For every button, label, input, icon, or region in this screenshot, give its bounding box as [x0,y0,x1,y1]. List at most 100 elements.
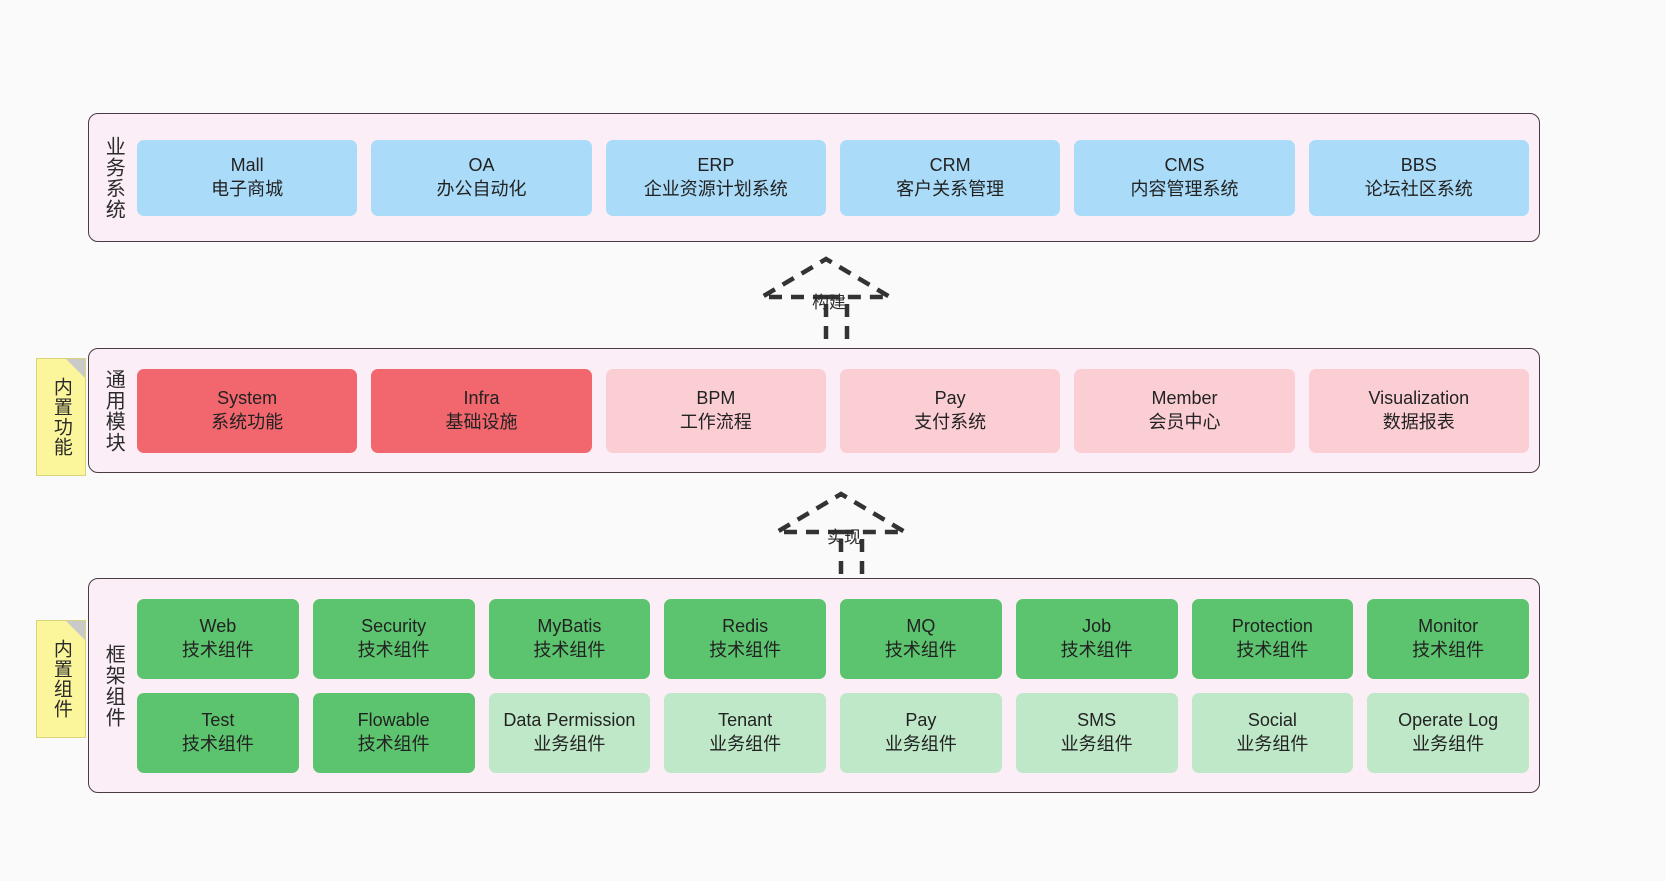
node-cms-desc: 内容管理系统 [1130,178,1239,199]
node-flowable-name: Flowable [357,710,430,731]
layer-business-systems: 业务系统 Mall 电子商城 OA 办公自动化 ERP 企业资源计划系统 CRM [88,113,1540,242]
node-bpm[interactable]: BPM 工作流程 [605,368,826,453]
node-protection-desc: 技术组件 [1236,639,1309,660]
node-mall[interactable]: Mall 电子商城 [137,139,358,216]
node-member-name: Member [1151,388,1218,409]
layer-body-framework-components: Web 技术组件 Security 技术组件 MyBatis 技术组件 Redi… [137,579,1539,792]
node-erp-desc: 企业资源计划系统 [643,178,788,199]
node-operate-log-name: Operate Log [1398,710,1499,731]
node-infra-desc: 基础设施 [445,411,518,432]
node-member[interactable]: Member 会员中心 [1074,368,1295,453]
node-mall-name: Mall [230,155,264,176]
node-monitor-name: Monitor [1418,616,1479,637]
node-monitor[interactable]: Monitor 技术组件 [1367,598,1529,679]
sticky-note-builtin-components-label: 内置组件 [50,639,72,719]
layer-framework-components: 框架组件 Web 技术组件 Security 技术组件 MyBatis 技术组件 [88,578,1540,793]
layer-title-framework-components: 框架组件 [102,643,125,728]
note-fold-corner-icon [66,359,85,378]
node-system[interactable]: System 系统功能 [137,368,358,453]
node-mq-desc: 技术组件 [884,639,957,660]
node-oa-desc: 办公自动化 [436,178,527,199]
node-data-permission-desc: 业务组件 [533,733,606,754]
node-security[interactable]: Security 技术组件 [312,598,475,679]
node-test[interactable]: Test 技术组件 [137,692,299,773]
node-crm-desc: 客户关系管理 [896,178,1005,199]
node-data-permission[interactable]: Data Permission 业务组件 [488,692,651,773]
node-system-name: System [217,388,278,409]
node-data-permission-name: Data Permission [503,710,636,731]
connector-build-label: 构建 [812,293,846,312]
node-bpm-desc: 工作流程 [679,411,752,432]
node-member-desc: 会员中心 [1148,411,1221,432]
node-mall-desc: 电子商城 [211,178,284,199]
node-social[interactable]: Social 业务组件 [1191,692,1354,773]
node-mq[interactable]: MQ 技术组件 [840,598,1002,679]
node-tenant-desc: 业务组件 [709,733,782,754]
node-bbs-name: BBS [1400,155,1437,176]
node-pay-module-name: Pay [934,388,966,409]
node-web-name: Web [199,616,237,637]
module-node-row: System 系统功能 Infra 基础设施 BPM 工作流程 Pay 支付系统… [137,368,1529,453]
connector-build: 构建 [750,255,920,350]
node-flowable-desc: 技术组件 [357,733,430,754]
node-mybatis-desc: 技术组件 [533,639,606,660]
node-visualization-desc: 数据报表 [1382,411,1455,432]
connector-build-arrow-icon [753,256,899,339]
node-sms-desc: 业务组件 [1060,733,1133,754]
node-visualization-name: Visualization [1368,388,1470,409]
node-security-name: Security [361,616,427,637]
framework-node-row-2: Test 技术组件 Flowable 技术组件 Data Permission … [137,692,1529,773]
sticky-note-builtin-features: 内置功能 [36,358,86,476]
node-job-name: Job [1082,616,1112,637]
node-test-desc: 技术组件 [181,733,254,754]
node-job[interactable]: Job 技术组件 [1015,598,1178,679]
node-operate-log-desc: 业务组件 [1412,733,1485,754]
node-pay-component-name: Pay [905,710,937,731]
node-pay-component[interactable]: Pay 业务组件 [840,692,1002,773]
node-erp[interactable]: ERP 企业资源计划系统 [605,139,826,216]
node-infra-name: Infra [463,388,500,409]
node-visualization[interactable]: Visualization 数据报表 [1308,368,1529,453]
connector-implement: 实现 [765,490,935,585]
node-pay-module-desc: 支付系统 [914,411,987,432]
node-tenant[interactable]: Tenant 业务组件 [664,692,826,773]
node-security-desc: 技术组件 [357,639,430,660]
node-system-desc: 系统功能 [211,411,284,432]
node-job-desc: 技术组件 [1060,639,1133,660]
connector-implement-label: 实现 [827,528,861,547]
sticky-note-builtin-features-label: 内置功能 [50,377,72,457]
note-fold-corner-icon-2 [66,621,85,640]
node-bpm-name: BPM [696,388,736,409]
node-infra[interactable]: Infra 基础设施 [371,368,592,453]
node-monitor-desc: 技术组件 [1412,639,1485,660]
node-crm-name: CRM [929,155,971,176]
layer-common-modules: 通用模块 System 系统功能 Infra 基础设施 BPM 工作流程 Pay [88,348,1540,473]
node-bbs-desc: 论坛社区系统 [1364,178,1473,199]
node-oa-name: OA [468,155,495,176]
node-operate-log[interactable]: Operate Log 业务组件 [1367,692,1529,773]
node-social-name: Social [1247,710,1297,731]
node-sms-name: SMS [1077,710,1117,731]
node-redis-name: Redis [722,616,769,637]
node-pay-component-desc: 业务组件 [884,733,957,754]
node-protection[interactable]: Protection 技术组件 [1191,598,1354,679]
node-web[interactable]: Web 技术组件 [137,598,299,679]
sticky-note-builtin-components: 内置组件 [36,620,86,738]
node-redis-desc: 技术组件 [709,639,782,660]
node-flowable[interactable]: Flowable 技术组件 [312,692,475,773]
node-test-name: Test [201,710,235,731]
node-crm[interactable]: CRM 客户关系管理 [839,139,1061,216]
node-redis[interactable]: Redis 技术组件 [664,598,826,679]
layer-body-common-modules: System 系统功能 Infra 基础设施 BPM 工作流程 Pay 支付系统… [137,349,1539,472]
node-mybatis[interactable]: MyBatis 技术组件 [488,598,651,679]
node-oa[interactable]: OA 办公自动化 [371,139,592,216]
node-social-desc: 业务组件 [1236,733,1309,754]
node-mq-name: MQ [906,616,936,637]
layer-body-business-systems: Mall 电子商城 OA 办公自动化 ERP 企业资源计划系统 CRM 客户关系… [137,114,1539,241]
node-cms[interactable]: CMS 内容管理系统 [1074,139,1295,216]
node-protection-name: Protection [1231,616,1313,637]
node-sms[interactable]: SMS 业务组件 [1015,692,1178,773]
node-bbs[interactable]: BBS 论坛社区系统 [1308,139,1529,216]
node-pay-module[interactable]: Pay 支付系统 [839,368,1061,453]
